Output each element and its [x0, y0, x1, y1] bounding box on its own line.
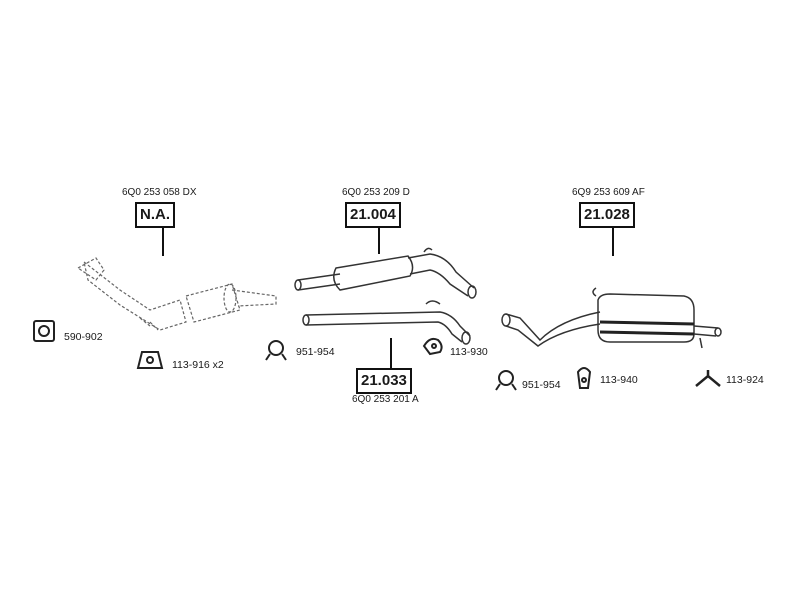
gasket-icon [33, 320, 55, 342]
hanger-icon [422, 337, 443, 356]
rubber-mount-2-label: 113-940 [600, 374, 638, 386]
catalyst-oem-number: 6Q0 253 058 DX [122, 187, 197, 198]
clamp-icon [265, 340, 287, 361]
bracket-icon [695, 370, 721, 387]
middle-silencer-drawing [294, 247, 477, 299]
catalytic-converter-drawing [76, 257, 277, 331]
clamp-icon [495, 370, 517, 391]
clamp-1-label: 951-954 [296, 346, 335, 358]
front-pipe-drawing [302, 300, 471, 345]
catalyst-ref-box: N.A. [135, 202, 175, 228]
rear-oem-number: 6Q9 253 609 AF [572, 187, 645, 198]
bracket-label: 113-924 [726, 374, 764, 386]
rear-leader-line [612, 228, 614, 256]
rear-ref-box: 21.028 [579, 202, 635, 228]
rubber-mount-icon [136, 351, 164, 369]
clamp-2-label: 951-954 [522, 379, 561, 391]
middle-oem-number: 6Q0 253 209 D [342, 187, 410, 198]
front-pipe-oem-number: 6Q0 253 201 A [352, 394, 419, 405]
rear-silencer-drawing [501, 287, 722, 349]
gasket-label: 590-902 [64, 331, 103, 343]
front-pipe-leader-line [390, 338, 392, 368]
middle-ref-box: 21.004 [345, 202, 401, 228]
middle-leader-line [378, 228, 380, 254]
rubber-mount-1-label: 113-916 x2 [172, 359, 224, 371]
rubber-mount-icon [576, 367, 592, 389]
hanger-1-label: 113-930 [450, 346, 488, 358]
catalyst-leader-line [162, 228, 164, 256]
front-pipe-ref-box: 21.033 [356, 368, 412, 394]
